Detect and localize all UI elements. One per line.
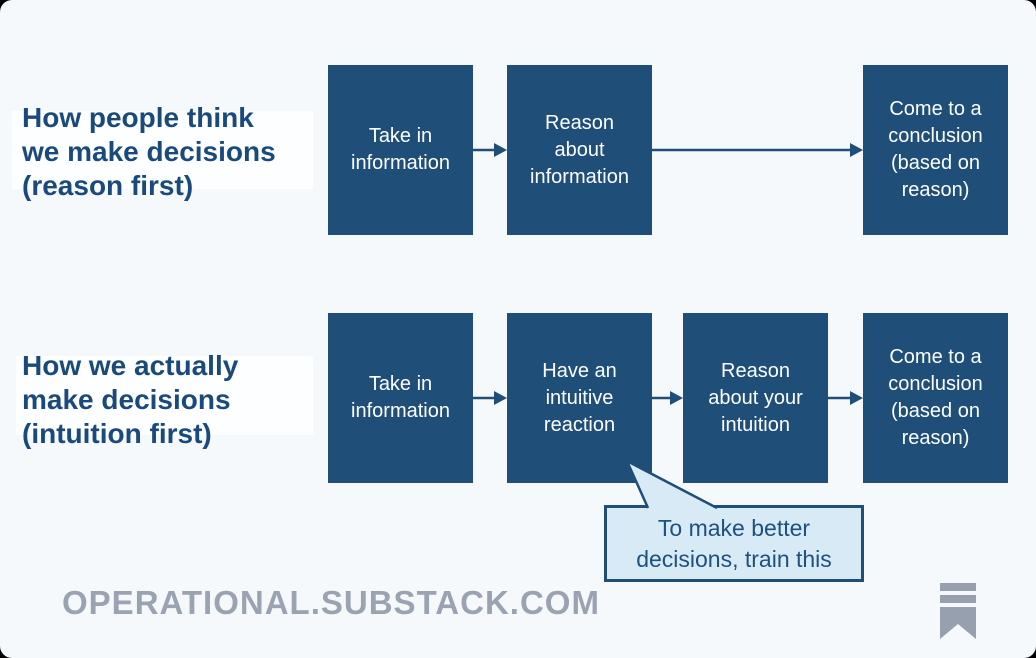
arrow-row1-1 — [473, 143, 507, 157]
heading-intuition-first: How we actually make decisions (intuitio… — [22, 350, 239, 449]
heading-highlight-intuition-first — [16, 356, 313, 435]
heading-highlight-reason-first — [12, 111, 313, 189]
watermark-url: OPERATIONAL.SUBSTACK.COM — [62, 584, 600, 621]
heading-reason-first: How people think we make decisions (reas… — [22, 102, 276, 201]
callout-train-this: To make better decisions, train this — [604, 505, 864, 582]
arrow-row2-3 — [828, 391, 863, 405]
flow-box-reason-about-information: Reason about information — [507, 65, 652, 235]
flow-box-intuitive-reaction: Have an intuitive reaction — [507, 313, 652, 483]
arrow-row1-2 — [652, 143, 863, 157]
substack-logo-icon — [940, 583, 976, 639]
flow-box-reason-about-intuition: Reason about your intuition — [683, 313, 828, 483]
flow-box-conclusion-bottom: Come to a conclusion (based on reason) — [863, 313, 1008, 483]
arrow-row2-2 — [652, 391, 683, 405]
arrow-row2-1 — [473, 391, 507, 405]
flow-box-conclusion-top: Come to a conclusion (based on reason) — [863, 65, 1008, 235]
flow-box-take-in-information-bottom: Take in information — [328, 313, 473, 483]
flow-box-take-in-information-top: Take in information — [328, 65, 473, 235]
